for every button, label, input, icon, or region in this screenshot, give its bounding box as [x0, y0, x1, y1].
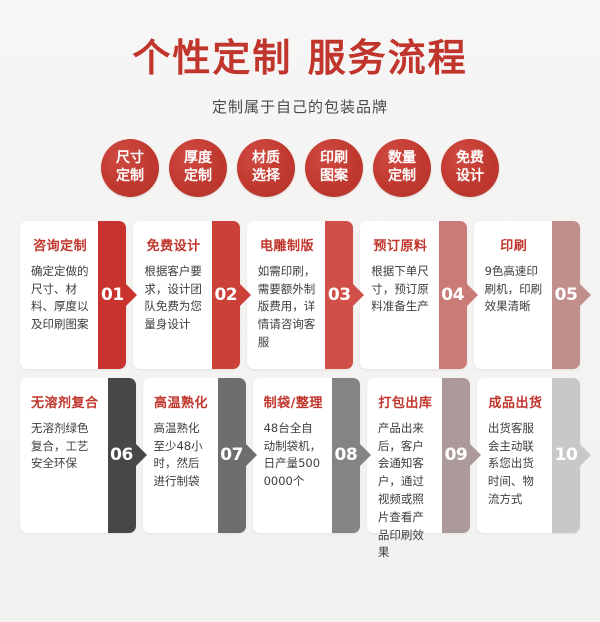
chevron-right-icon — [125, 282, 138, 307]
card-title: 印刷 — [500, 238, 528, 254]
card-body: 预订原料根据下单尺寸，预订原料准备生产 — [360, 221, 438, 369]
chevron-right-icon — [579, 443, 591, 468]
step-number-tab: 10 — [552, 377, 591, 533]
card-description: 9色高速印刷机，印刷效果清晰 — [484, 263, 543, 314]
badge-line-1: 印刷 — [320, 150, 348, 167]
process-step-card[interactable]: 制袋/整理 48台全自动制袋机，日产量5000000个 08 — [252, 377, 371, 533]
card-body: 咨询定制确定定做的尺寸、材料、厚度以及印刷图案 — [20, 221, 98, 369]
step-number-tab: 08 — [331, 377, 371, 533]
chevron-right-icon — [134, 443, 147, 468]
step-number: 02 — [214, 284, 238, 305]
feature-badge[interactable]: 厚度定制 — [169, 138, 227, 197]
card-body: 高温熟化高温熟化至少48小时，然后进行制袋 — [143, 378, 218, 533]
card-title: 制袋/整理 — [263, 395, 323, 411]
card-description: 确定定做的尺寸、材料、厚度以及印刷图案 — [30, 263, 89, 332]
badge-line-2: 定制 — [388, 167, 416, 184]
feature-badge[interactable]: 免费设计 — [441, 138, 499, 197]
card-body: 无溶剂复合无溶剂绿色复合，工艺安全环保 — [20, 378, 108, 533]
step-number-tab: 03 — [325, 220, 365, 369]
badge-line-1: 尺寸 — [116, 150, 144, 167]
step-number: 08 — [334, 445, 358, 466]
chevron-right-icon — [468, 443, 481, 468]
feature-badge[interactable]: 材质选择 — [237, 138, 295, 197]
process-step-card[interactable]: 印刷 9色高速印刷机，印刷效果清晰 05 — [473, 220, 592, 369]
card-description: 根据客户要求，设计团队免费为您量身设计 — [144, 263, 202, 332]
chevron-right-icon — [352, 282, 365, 307]
card-description: 产品出来后，客户会通知客户，通过视频或照片查看产品印刷效果 — [377, 420, 424, 560]
step-number: 09 — [444, 445, 468, 466]
step-number: 03 — [327, 284, 351, 305]
feature-badge[interactable]: 印刷图案 — [305, 138, 363, 197]
chevron-right-icon — [358, 443, 371, 468]
step-number: 05 — [554, 284, 578, 305]
badge-line-2: 设计 — [456, 167, 484, 184]
card-title: 打包出库 — [378, 395, 433, 411]
card-description: 48台全自动制袋机，日产量5000000个 — [263, 420, 322, 489]
step-number-tab: 01 — [98, 220, 138, 369]
badge-line-1: 免费 — [456, 150, 484, 167]
card-body: 打包出库产品出来后，客户会通知客户，通过视频或照片查看产品印刷效果 — [367, 378, 442, 560]
card-title: 高温熟化 — [154, 395, 209, 411]
step-number: 06 — [110, 445, 133, 466]
page-subtitle: 定制属于自己的包装品牌 — [211, 97, 388, 116]
card-description: 如需印刷，需要额外制版费用，详情请咨询客服 — [257, 263, 316, 349]
step-number: 10 — [554, 445, 578, 466]
badge-line-1: 数量 — [388, 150, 416, 167]
chevron-right-icon — [238, 282, 251, 307]
card-description: 高温熟化至少48小时，然后进行制袋 — [153, 420, 203, 489]
badge-line-2: 图案 — [320, 167, 348, 184]
card-title: 免费设计 — [146, 238, 201, 254]
header: 个性定制 服务流程 定制属于自己的包装品牌 — [0, 0, 600, 117]
card-description: 出货客服会主动联系您出货时间、物流方式 — [487, 420, 534, 506]
step-number-tab: 05 — [552, 220, 592, 369]
chevron-right-icon — [579, 282, 592, 307]
card-description: 无溶剂绿色复合，工艺安全环保 — [31, 420, 89, 471]
card-title: 无溶剂复合 — [31, 395, 99, 411]
card-body: 制袋/整理 48台全自动制袋机，日产量5000000个 — [253, 378, 332, 533]
step-number-tab: 06 — [107, 377, 147, 533]
chevron-right-icon — [244, 443, 257, 468]
step-number-tab: 09 — [441, 377, 481, 533]
step-number-tab: 07 — [217, 377, 257, 533]
card-title: 预订原料 — [373, 238, 428, 254]
card-description: 根据下单尺寸，预订原料准备生产 — [371, 263, 429, 314]
feature-badge-list: 尺寸定制厚度定制材质选择印刷图案数量定制免费设计 — [0, 138, 600, 197]
badge-line-2: 选择 — [252, 167, 280, 184]
badge-line-1: 材质 — [252, 150, 280, 167]
step-number-tab: 04 — [438, 220, 478, 369]
step-number: 01 — [101, 284, 124, 305]
card-title: 电雕制版 — [259, 238, 314, 254]
badge-line-2: 定制 — [184, 167, 212, 184]
feature-badge[interactable]: 数量定制 — [373, 138, 431, 197]
step-number: 04 — [441, 284, 464, 305]
badge-line-2: 定制 — [116, 167, 144, 184]
card-body: 成品出货出货客服会主动联系您出货时间、物流方式 — [477, 378, 552, 533]
chevron-right-icon — [465, 282, 478, 307]
feature-badge[interactable]: 尺寸定制 — [101, 138, 159, 197]
badge-line-1: 厚度 — [184, 150, 212, 167]
card-body: 电雕制版如需印刷，需要额外制版费用，详情请咨询客服 — [247, 221, 325, 369]
card-title: 成品出货 — [488, 395, 543, 411]
step-number: 07 — [220, 445, 243, 466]
step-number-tab: 02 — [211, 220, 251, 369]
card-body: 免费设计根据客户要求，设计团队免费为您量身设计 — [133, 221, 211, 369]
card-title: 咨询定制 — [33, 238, 88, 254]
page-title: 个性定制 服务流程 — [132, 35, 468, 80]
card-body: 印刷 9色高速印刷机，印刷效果清晰 — [474, 221, 552, 369]
